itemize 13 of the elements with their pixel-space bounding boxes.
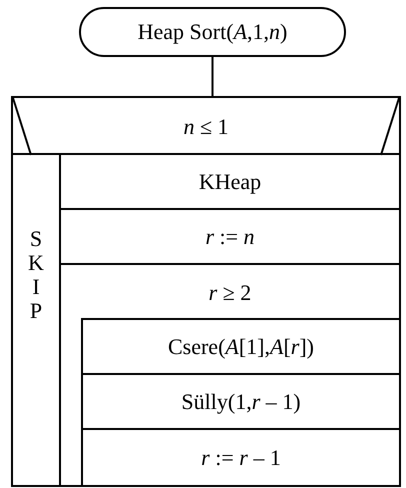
statement-label: KHeap xyxy=(198,168,262,194)
condition-block xyxy=(11,96,401,487)
condition-label: n ≤ 1 xyxy=(183,114,229,140)
statement-label: SKIP xyxy=(28,226,44,324)
statement-label: r := n xyxy=(205,224,255,250)
connector-line xyxy=(212,57,214,96)
terminator-box xyxy=(79,7,346,57)
statement-box xyxy=(81,318,401,375)
statement-label: Sülly(1,r – 1) xyxy=(181,388,301,414)
statement-label: Csere(A[1],A[r]) xyxy=(168,334,314,360)
terminator-label: Heap Sort(A,1,n) xyxy=(138,19,288,45)
statement-label: r := r – 1 xyxy=(201,444,281,470)
condition-label: r ≥ 2 xyxy=(208,280,252,306)
